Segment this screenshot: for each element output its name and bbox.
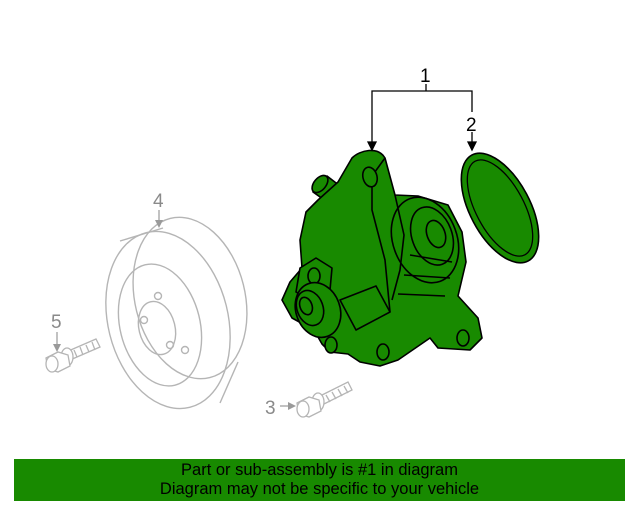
pulley-part-4[interactable] <box>88 205 263 422</box>
callout-2[interactable]: 2 <box>466 115 477 136</box>
water-pump-part-1[interactable] <box>281 149 483 367</box>
diagram-notice-banner: Part or sub-assembly is #1 in diagram Di… <box>14 459 625 501</box>
callout-5[interactable]: 5 <box>51 312 62 333</box>
bolt-part-3[interactable] <box>296 381 353 418</box>
banner-line-1: Part or sub-assembly is #1 in diagram <box>181 461 458 479</box>
leader-lines <box>366 84 478 152</box>
gasket-part-2[interactable] <box>445 141 554 275</box>
bolt-part-5[interactable] <box>45 338 101 373</box>
callout-4[interactable]: 4 <box>153 191 164 212</box>
faded-leader-lines <box>53 210 296 410</box>
callout-1[interactable]: 1 <box>420 66 431 87</box>
callout-3[interactable]: 3 <box>265 398 276 419</box>
banner-line-2: Diagram may not be specific to your vehi… <box>159 480 480 498</box>
